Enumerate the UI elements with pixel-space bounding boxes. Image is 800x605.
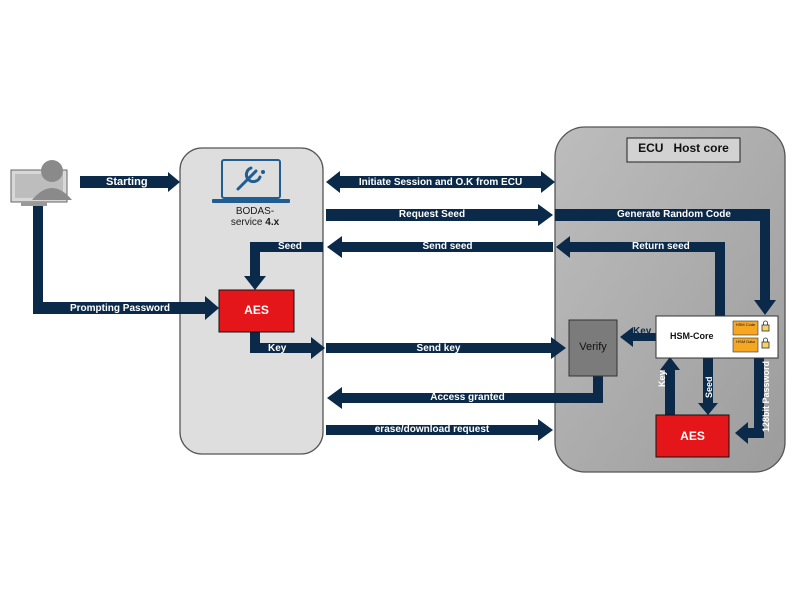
ecu-title-box <box>626 137 741 163</box>
label-key-vert: Key <box>657 370 667 387</box>
hsm-data-box <box>732 337 759 353</box>
ecu-title-a: ECU <box>638 141 664 155</box>
label-access: Access granted <box>430 392 505 403</box>
label-prompting: Prompting Password <box>70 303 171 314</box>
tester-label: BODAS- service 4.x <box>205 206 305 228</box>
user-computer-icon <box>10 160 72 206</box>
arrow-return-seed <box>556 236 725 316</box>
hsm-data-label: HSM Data <box>736 339 755 344</box>
arrow-send-seed <box>327 236 553 258</box>
arrow-starting <box>80 172 180 192</box>
arrow-seed-vert <box>698 357 718 415</box>
arrow-key-vert <box>660 357 680 415</box>
arrow-key-right <box>620 327 658 347</box>
label-seed-left: Seed <box>278 241 302 252</box>
aes-left-box <box>218 289 295 333</box>
arrow-send-key <box>326 337 566 359</box>
label-initiate: Initiate Session and O.K from ECU <box>358 177 523 188</box>
label-key-left: Key <box>268 343 287 354</box>
arrow-key-left <box>250 320 325 359</box>
ecu-title: ECU Host core <box>627 141 740 155</box>
label-password: 128bit Password <box>761 360 771 432</box>
label-send-seed: Send seed <box>422 241 473 252</box>
label-erase: erase/download request <box>374 424 490 435</box>
hsm-code-label: HSM Code <box>735 322 756 327</box>
aes-right-label: AES <box>680 429 705 443</box>
hsm-core-label: HSM-Core <box>670 331 714 341</box>
lock-icon <box>761 320 770 349</box>
tester-version: 4.x <box>265 217 280 228</box>
hsm-code-box <box>732 320 759 336</box>
label-seed-vert: Seed <box>704 376 714 398</box>
label-return-seed: Return seed <box>632 241 690 252</box>
arrow-request-seed <box>326 204 553 226</box>
arrow-seed-left <box>244 242 323 290</box>
label-starting: Starting <box>106 176 148 188</box>
arrow-prompting <box>33 206 219 320</box>
arrow-access <box>327 376 603 409</box>
tester-label-line1: BODAS- <box>235 206 275 217</box>
arrow-initiate <box>326 171 555 193</box>
ecu-title-b: Host core <box>673 141 729 155</box>
arrow-erase <box>326 419 553 441</box>
label-request-seed: Request Seed <box>398 209 466 220</box>
tester-label-line2: service <box>230 217 263 228</box>
label-send-key: Send key <box>416 343 461 354</box>
arrow-password <box>735 357 764 444</box>
aes-left-label: AES <box>244 303 269 317</box>
verify-box <box>568 319 618 377</box>
verify-label: Verify <box>579 341 607 353</box>
label-key-right: Key <box>633 326 652 337</box>
wrench-laptop-icon <box>212 159 290 203</box>
aes-right-box <box>655 414 730 458</box>
label-generate-code: Generate Random Code <box>617 209 731 220</box>
arrow-generate-code <box>555 209 776 315</box>
